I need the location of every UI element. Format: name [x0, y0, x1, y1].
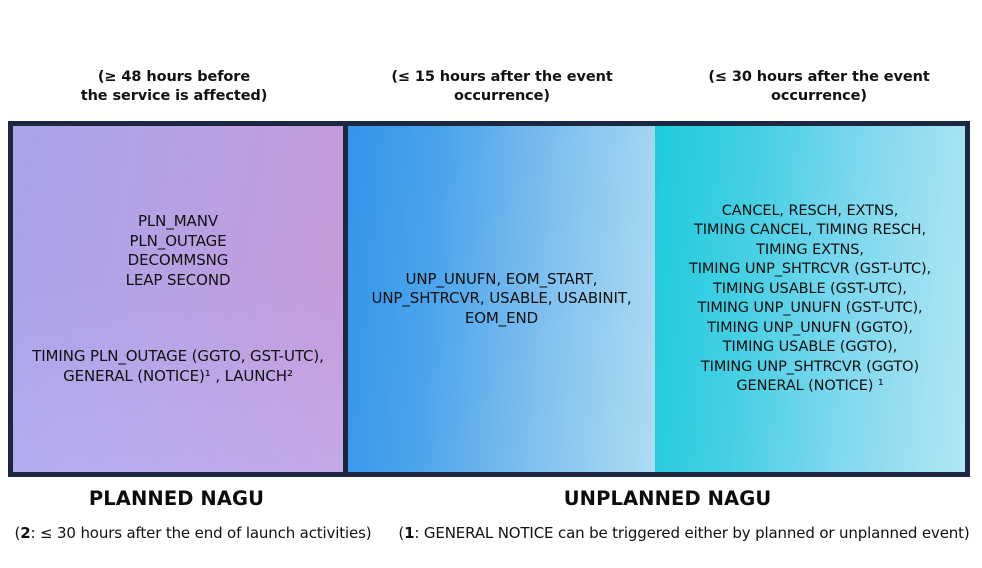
- footnote-unplanned: (1: GENERAL NOTICE can be triggered eith…: [386, 524, 982, 542]
- planned-events-secondary: TIMING PLN_OUTAGE (GGTO, GST-UTC), GENER…: [32, 347, 324, 385]
- footnote-planned-text: : ≤ 30 hours after the end of launch act…: [30, 524, 372, 542]
- panel-unplanned-15h: UNP_UNUFN, EOM_START, UNP_SHTRCVR, USABL…: [348, 126, 655, 472]
- footnotes-row: (2: ≤ 30 hours after the end of launch a…: [0, 524, 982, 542]
- category-label-planned: PLANNED NAGU: [88, 487, 265, 510]
- panel-unplanned-30h: CANCEL, RESCH, EXTNS, TIMING CANCEL, TIM…: [655, 126, 965, 472]
- timing-headers-row: (≥ 48 hours before the service is affect…: [0, 68, 982, 116]
- category-labels-row: PLANNED NAGU UNPLANNED NAGU: [0, 487, 982, 510]
- nagu-diagram-frame: PLN_MANV PLN_OUTAGE DECOMMSNG LEAP SECON…: [8, 121, 970, 477]
- panel-planned-nagu: PLN_MANV PLN_OUTAGE DECOMMSNG LEAP SECON…: [13, 126, 348, 472]
- unplanned-30h-events: CANCEL, RESCH, EXTNS, TIMING CANCEL, TIM…: [688, 202, 932, 395]
- footnote-unplanned-marker: 1: [404, 524, 415, 542]
- footnote-planned-paren-open: (: [14, 524, 21, 542]
- category-label-unplanned: UNPLANNED NAGU: [563, 487, 772, 510]
- footnote-unplanned-text: : GENERAL NOTICE can be triggered either…: [414, 524, 970, 542]
- unplanned-15h-events: UNP_UNUFN, EOM_START, UNP_SHTRCVR, USABL…: [371, 269, 632, 327]
- planned-events-primary: PLN_MANV PLN_OUTAGE DECOMMSNG LEAP SECON…: [125, 212, 231, 289]
- timing-header-unplanned-30h: (≤ 30 hours after the event occurrence): [708, 69, 930, 105]
- timing-header-planned: (≥ 48 hours before the service is affect…: [80, 69, 268, 105]
- panel-planned-content: PLN_MANV PLN_OUTAGE DECOMMSNG LEAP SECON…: [13, 193, 343, 406]
- footnote-planned: (2: ≤ 30 hours after the end of launch a…: [0, 524, 386, 542]
- spacer: [23, 310, 333, 328]
- footnote-unplanned-paren-open: (: [398, 524, 405, 542]
- footnote-planned-marker: 2: [20, 524, 31, 542]
- timing-header-unplanned-15h: (≤ 15 hours after the event occurrence): [391, 69, 613, 105]
